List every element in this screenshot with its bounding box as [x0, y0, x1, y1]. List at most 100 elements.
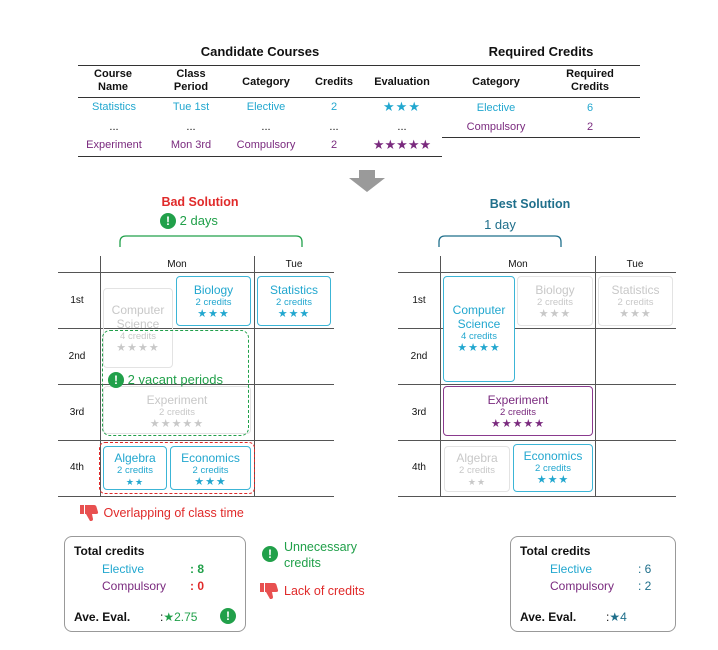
best-grid-line — [440, 256, 441, 496]
course-name: Biology — [535, 283, 575, 297]
best-algebra-ghost: Algebra 2 credits ★★ — [444, 446, 510, 492]
candidate-bottom-rule — [78, 156, 442, 157]
header-class-period: Class Period — [173, 68, 209, 93]
best-biology-ghost: Biology 2 credits ★★★ — [517, 276, 593, 326]
course-stars: ★★★ — [194, 476, 227, 488]
course-stars: ★★★ — [197, 308, 230, 320]
course-credits: 2 credits — [159, 407, 195, 418]
course-stars: ★★★ — [619, 308, 652, 320]
thumbs-down-icon — [260, 583, 279, 599]
course-stars: ★★★★★ — [149, 418, 205, 430]
best-computer-science-course: Computer Science 4 credits ★★★★ — [443, 276, 515, 382]
course-credits: 2 credits — [195, 297, 232, 308]
course-stars: ★★★★ — [116, 342, 160, 354]
required-credits-title: Required Credits — [488, 44, 594, 59]
row1-evaluation: ★★★ — [383, 99, 421, 114]
best-ave-eval-prefix: : — [606, 610, 610, 624]
bad-solution-title: Bad Solution — [161, 195, 239, 209]
candidate-header-rule — [78, 97, 442, 98]
row1-category: Elective — [246, 101, 286, 113]
overlap-label: Overlapping of class time — [80, 504, 320, 522]
row2-category: ... — [261, 121, 271, 133]
bad-ave-eval-number: 2.75 — [174, 610, 198, 624]
best-days-label: 1 day — [484, 217, 516, 232]
row2-credits: ... — [329, 121, 339, 133]
header-evaluation: Evaluation — [374, 76, 430, 88]
required-top-rule — [442, 65, 640, 66]
bad-elective-label: Elective — [102, 562, 145, 576]
best-experiment-course: Experiment 2 credits ★★★★★ — [443, 386, 593, 436]
star-icon: ★ — [609, 610, 621, 624]
row3-class-period: Mon 3rd — [170, 139, 212, 151]
row1-credits: 2 — [330, 101, 338, 113]
row3-evaluation: ★★★★★ — [372, 137, 432, 152]
course-credits: 2 credits — [617, 297, 654, 308]
bad-ave-eval-prefix: : — [160, 610, 164, 624]
bad-row-2nd: 2nd — [68, 351, 86, 362]
course-stars: ★★ — [467, 477, 487, 487]
best-elective-value: : 6 — [638, 562, 652, 576]
best-ave-eval-number: 4 — [620, 610, 627, 624]
req-row2-credits: 2 — [586, 121, 594, 133]
required-header-rule — [442, 97, 640, 98]
course-credits: 2 credits — [276, 297, 312, 308]
bad-row-1st: 1st — [70, 295, 84, 306]
bad-compulsory-value: : 0 — [190, 579, 205, 593]
course-credits: 4 credits — [120, 331, 156, 342]
course-name: Statistics — [269, 283, 318, 297]
course-stars: ★★★★ — [457, 342, 501, 354]
course-name: Experiment — [487, 393, 549, 407]
bad-compulsory-label: Compulsory — [102, 579, 167, 593]
header-course-name: Course Name — [94, 68, 132, 93]
exclamation-icon: ! — [220, 608, 236, 624]
bad-ave-eval-label: Ave. Eval. — [74, 610, 131, 624]
row2-class-period: ... — [186, 121, 196, 133]
course-stars: ★★★ — [538, 308, 572, 320]
best-solution-title: Best Solution — [489, 197, 571, 211]
bad-summary-title: Total credits — [74, 544, 145, 558]
bad-algebra-course: Algebra 2 credits ★★ — [103, 446, 167, 490]
exclamation-icon: ! — [160, 213, 176, 229]
candidate-top-rule — [78, 65, 442, 66]
course-credits: 2 credits — [459, 465, 495, 476]
bad-grid-line — [254, 256, 255, 496]
bad-grid-line — [58, 440, 334, 441]
bad-row-4th: 4th — [70, 462, 84, 473]
best-row-3rd: 3rd — [411, 407, 427, 418]
best-summary-title: Total credits — [520, 544, 591, 558]
bad-economics-course: Economics 2 credits ★★★ — [170, 446, 251, 490]
best-grid-line — [398, 384, 676, 385]
best-grid-line — [398, 496, 676, 497]
row3-credits: 2 — [330, 139, 338, 151]
course-name: Statistics — [611, 283, 660, 297]
thumbs-down-icon — [80, 505, 99, 521]
best-col-mon: Mon — [508, 259, 528, 270]
bad-col-mon: Mon — [167, 259, 187, 270]
course-stars: ★★★ — [277, 308, 311, 320]
best-col-tue: Tue — [626, 259, 644, 270]
best-economics-course: Economics 2 credits ★★★ — [513, 444, 593, 492]
unnecessary-credits-label: Unnecessary credits — [284, 540, 357, 570]
best-grid-line — [595, 256, 596, 496]
bad-days-bracket — [119, 235, 303, 247]
best-row-1st: 1st — [412, 295, 426, 306]
bad-grid-line — [100, 256, 101, 496]
course-credits: 2 credits — [537, 297, 573, 308]
course-credits: 2 credits — [117, 465, 153, 476]
bad-experiment-ghost: Experiment 2 credits ★★★★★ — [103, 386, 251, 434]
course-name: Computer Science — [452, 303, 506, 331]
req-row1-credits: 6 — [586, 102, 594, 114]
bad-days-label: ! 2 days — [160, 213, 270, 229]
bad-computer-science-ghost: Computer Science 4 credits ★★★★ — [103, 288, 173, 368]
required-bottom-rule — [442, 137, 640, 138]
exclamation-icon: ! — [262, 546, 278, 562]
header-credits: Credits — [315, 76, 353, 88]
down-arrow-icon — [349, 170, 385, 192]
bad-statistics-course: Statistics 2 credits ★★★ — [257, 276, 331, 326]
best-ave-eval-label: Ave. Eval. — [520, 610, 577, 624]
overlap-box — [99, 442, 255, 494]
candidate-courses-title: Candidate Courses — [200, 44, 320, 59]
course-credits: 4 credits — [461, 331, 497, 342]
star-icon: ★ — [163, 610, 175, 624]
bad-elective-value: : 8 — [190, 562, 205, 576]
